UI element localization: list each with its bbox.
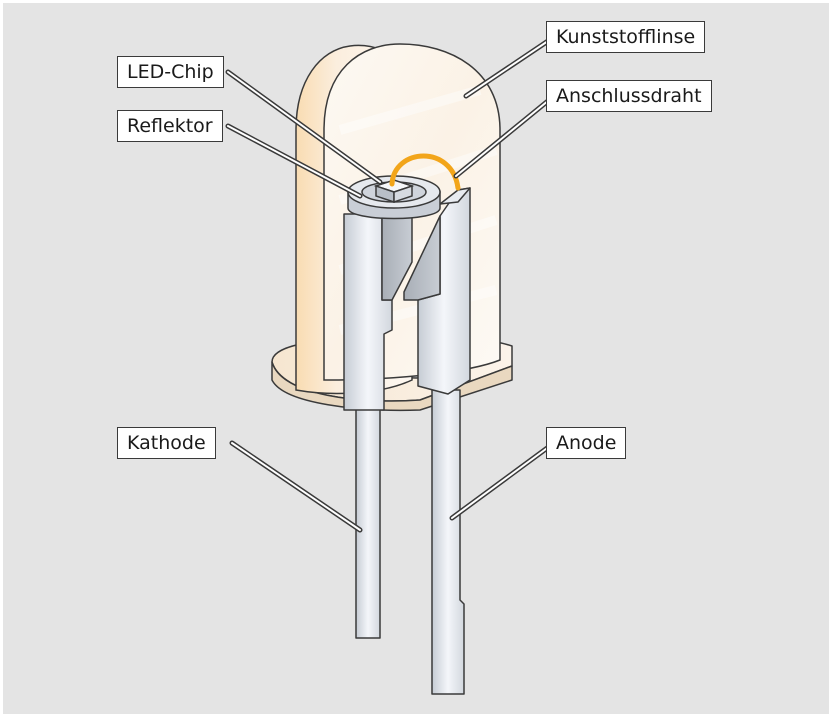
- label-led-chip: LED-Chip: [117, 56, 224, 88]
- anode-lead: [403, 187, 471, 695]
- leader-lines: [225, 34, 557, 533]
- led-chip: [373, 179, 415, 204]
- label-anschlussdraht: Anschlussdraht: [546, 80, 712, 112]
- cathode-lead: [343, 205, 413, 639]
- label-anode: Anode: [546, 427, 627, 459]
- label-reflektor: Reflektor: [117, 110, 223, 142]
- label-kathode: Kathode: [117, 427, 216, 459]
- label-kunststofflinse: Kunststofflinse: [546, 21, 706, 53]
